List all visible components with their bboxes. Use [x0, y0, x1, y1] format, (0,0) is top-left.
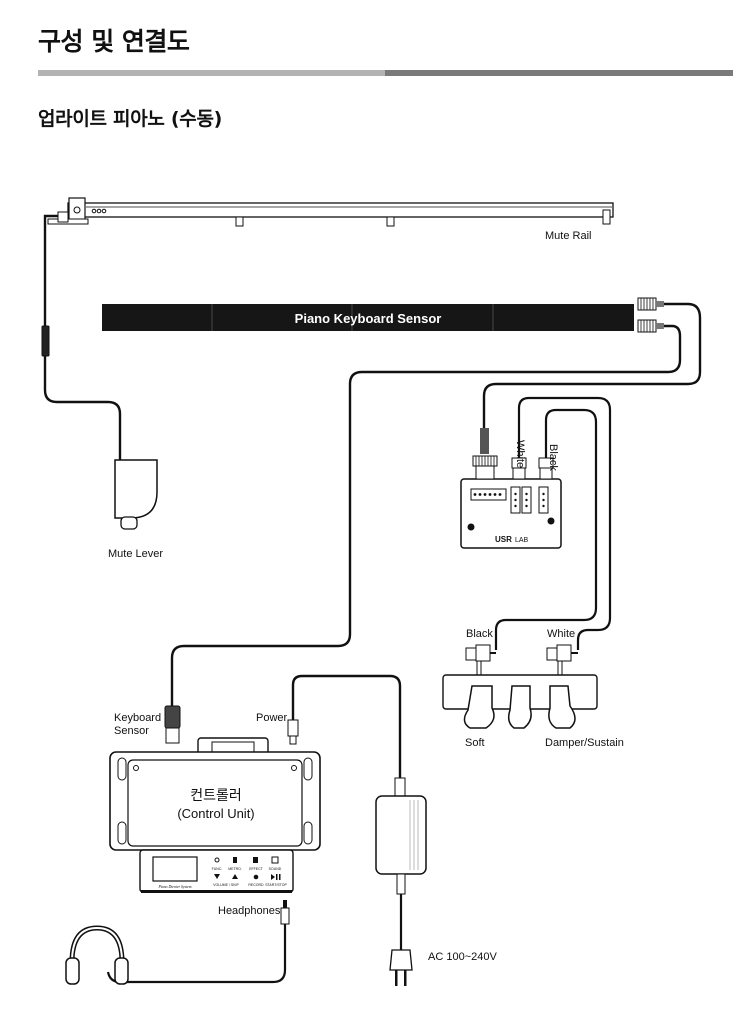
pedal-assembly [442, 674, 598, 729]
cable-inline-connector [41, 325, 50, 357]
sensor-to-control-unit-cable [170, 324, 682, 706]
mute-rail-label: Mute Rail [545, 230, 591, 242]
panel-label-effect: EFFECT [249, 867, 263, 871]
headphone-cable [106, 924, 287, 984]
mute-lever-cable [43, 214, 122, 460]
keyboard-sensor-label-line1: Keyboard [114, 712, 161, 724]
soft-pedal-label: Soft [465, 737, 485, 749]
headphones-label: Headphones [218, 905, 281, 917]
keyboard-sensor-bar-label: Piano Keyboard Sensor [295, 311, 442, 326]
power-cable [291, 674, 402, 780]
section-title: 업라이트 피아노 (수동) [38, 108, 223, 130]
page-title: 구성 및 연결도 [38, 27, 190, 56]
mute-lever [114, 459, 158, 530]
power-plug [287, 719, 299, 745]
keyboard-sensor-plug [164, 705, 181, 744]
hub-main-connector [472, 455, 498, 480]
pedal-black-label: Black [466, 628, 493, 640]
control-unit [109, 737, 321, 851]
ac-plug [389, 949, 413, 986]
panel-label-sound: SOUND [269, 867, 282, 871]
headphone-jack [280, 900, 290, 925]
mute-lever-label: Mute Lever [108, 548, 163, 560]
hub-logo-suffix: LAB [515, 537, 529, 544]
title-underline [38, 70, 733, 76]
sensor-hub-board [460, 478, 562, 549]
control-unit-label-en: (Control Unit) [177, 806, 254, 821]
panel-label-record: RECORD [248, 883, 264, 887]
panel-button-func[interactable] [214, 857, 220, 879]
panel-button-effect[interactable] [253, 857, 259, 880]
panel-button-metro[interactable] [232, 857, 238, 879]
power-label: Power [256, 712, 288, 724]
underline-light-segment [38, 70, 385, 76]
panel-brand-text: Piano Dienier System [157, 885, 191, 889]
ac-voltage-label: AC 100~240V [428, 951, 497, 963]
ac-adapter [375, 777, 427, 895]
keyboard-sensor-label-line2: Sensor [114, 725, 149, 737]
white-pedal-cable [517, 396, 612, 650]
black-pedal-cable [494, 408, 598, 650]
hub-black-label: Black [547, 444, 559, 471]
underline-dark-segment [385, 70, 733, 76]
keyboard-sensor-bar [102, 304, 634, 331]
pedal-sensor-black [465, 644, 496, 682]
panel-label-volume-skip: VOLUME / SKIP [213, 883, 239, 887]
damper-pedal-label: Damper/Sustain [545, 737, 624, 749]
panel-label-metro: METRO. [228, 867, 242, 871]
hub-cable-sleeve [480, 428, 489, 454]
headphones [65, 925, 129, 985]
sensor-bar-connector-bottom [637, 319, 664, 333]
sensor-to-hub-cable [482, 302, 702, 430]
panel-label-func: FUNC. [212, 867, 223, 871]
panel-label-start-stop: START/STOP [265, 883, 287, 887]
panel-button-sound[interactable] [271, 856, 281, 880]
sensor-bar-connector-top [637, 297, 664, 311]
hub-logo: USR [495, 535, 512, 544]
mute-rail [47, 197, 614, 227]
control-unit-label-ko: 컨트롤러 [190, 788, 242, 804]
pedal-white-label: White [547, 628, 575, 640]
